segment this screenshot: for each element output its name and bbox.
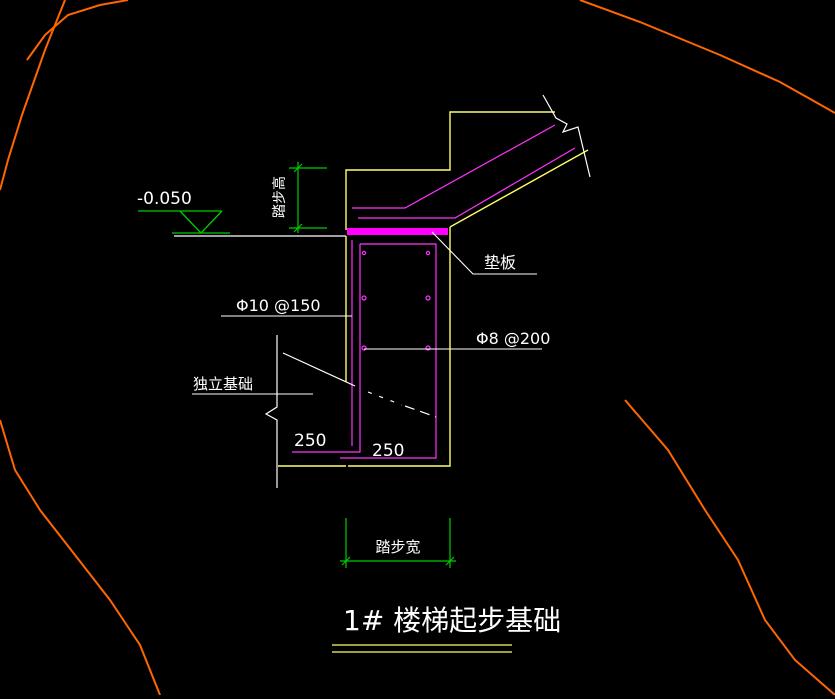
step-height-label: 踏步高 [271,176,288,218]
rebar-main-label: Φ10 @150 [236,296,321,315]
step-height-dimension [289,162,327,233]
foundation-break-line [264,335,278,488]
dim-right-label: 250 [372,441,404,461]
boundary-curve-bottom-left [0,419,161,696]
foundation-slope [282,352,437,418]
elevation-marker [138,210,230,234]
pad-leader [431,231,537,275]
break-lines [264,94,591,488]
foundation-label: 独立基础 [193,375,253,393]
pad-plate [347,228,448,235]
stair-soffit-line [449,149,589,228]
step-width-dimension [340,518,456,568]
foundation-outline [278,111,589,467]
rebar-main [292,244,361,453]
leader-lines [192,231,542,395]
dim-left-label: 250 [294,431,326,451]
elevation-label: -0.050 [137,189,192,209]
boundary-curve-top-left [26,0,129,61]
foundation-wall-right [348,227,451,467]
rebar-stirrup [340,243,437,459]
boundary-curve-top-right [579,0,835,114]
boundary-curve-left [0,0,66,191]
pad-label: 垫板 [484,253,516,272]
stair-outline-left [345,111,555,230]
step-width-label: 踏步宽 [375,538,420,556]
drawing-title: 1# 楼梯起步基础 [343,604,561,637]
foundation-rebar-cage [292,240,437,459]
rebar-stirrup-label: Φ8 @200 [476,329,550,348]
stair-break-line [542,94,591,178]
boundary-curve-bottom-right [624,399,835,696]
stair-rebar [352,124,576,219]
